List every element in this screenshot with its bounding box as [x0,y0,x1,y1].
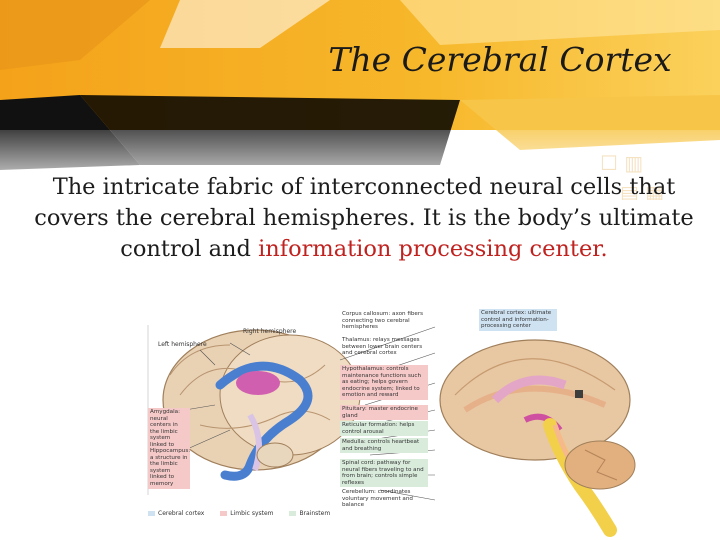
legend-item-limbic: Limbic system [220,510,274,517]
label-hypothalamus: Hypothalamus: controls maintenance funct… [340,365,428,400]
legend-item-cortex: Cerebral cortex [148,510,204,517]
label-right-hemisphere: Right hemisphere [243,328,297,335]
label-thalamus: Thalamus: relays messages between lower … [342,337,423,357]
legend-item-brainstem: Brainstem [289,510,330,517]
label-cerebral-cortex: Cerebral cortex: ultimate control and in… [479,309,557,331]
limbic-brain-diagram [147,325,436,501]
svg-text:☐ ▥: ☐ ▥ [600,151,643,175]
header-decoration: ☐ ▥ ▤ ▦ [0,0,720,200]
svg-text:▤ ▦: ▤ ▦ [620,181,664,200]
figure-legend: Cerebral cortex Limbic system Brainstem [148,510,344,520]
label-medulla: Medulla: controls heartbeat and breathin… [340,438,428,454]
body-text-highlight: information processing center. [258,236,608,262]
label-spinal-cord: Spinal cord: pathway for neural fibers t… [340,459,428,488]
legend-label-cortex: Cerebral cortex [158,510,205,517]
label-cerebellum: Cerebellum: coordinates voluntary moveme… [342,489,413,509]
sagittal-brain-diagram [439,339,636,537]
legend-swatch-limbic [220,511,228,516]
legend-swatch-brainstem [289,511,297,516]
legend-label-brainstem: Brainstem [299,510,331,517]
label-left-hemisphere: Left hemisphere [158,341,207,348]
slide-title: The Cerebral Cortex [328,40,672,79]
legend-label-limbic: Limbic system [230,510,274,517]
label-pituitary: Pituitary: master endocrine gland [340,405,428,421]
body-text-main: The intricate fabric of interconnected n… [34,174,694,262]
label-corpus-callosum: Corpus callosum: axon fibers connecting … [342,311,424,331]
legend-swatch-cortex [148,511,155,516]
label-reticular-formation: Reticular formation: helps control arous… [340,421,428,437]
label-hippocampus: Hippocampus: a structure in the limbic s… [148,447,191,489]
slide-body: The intricate fabric of interconnected n… [30,172,698,265]
